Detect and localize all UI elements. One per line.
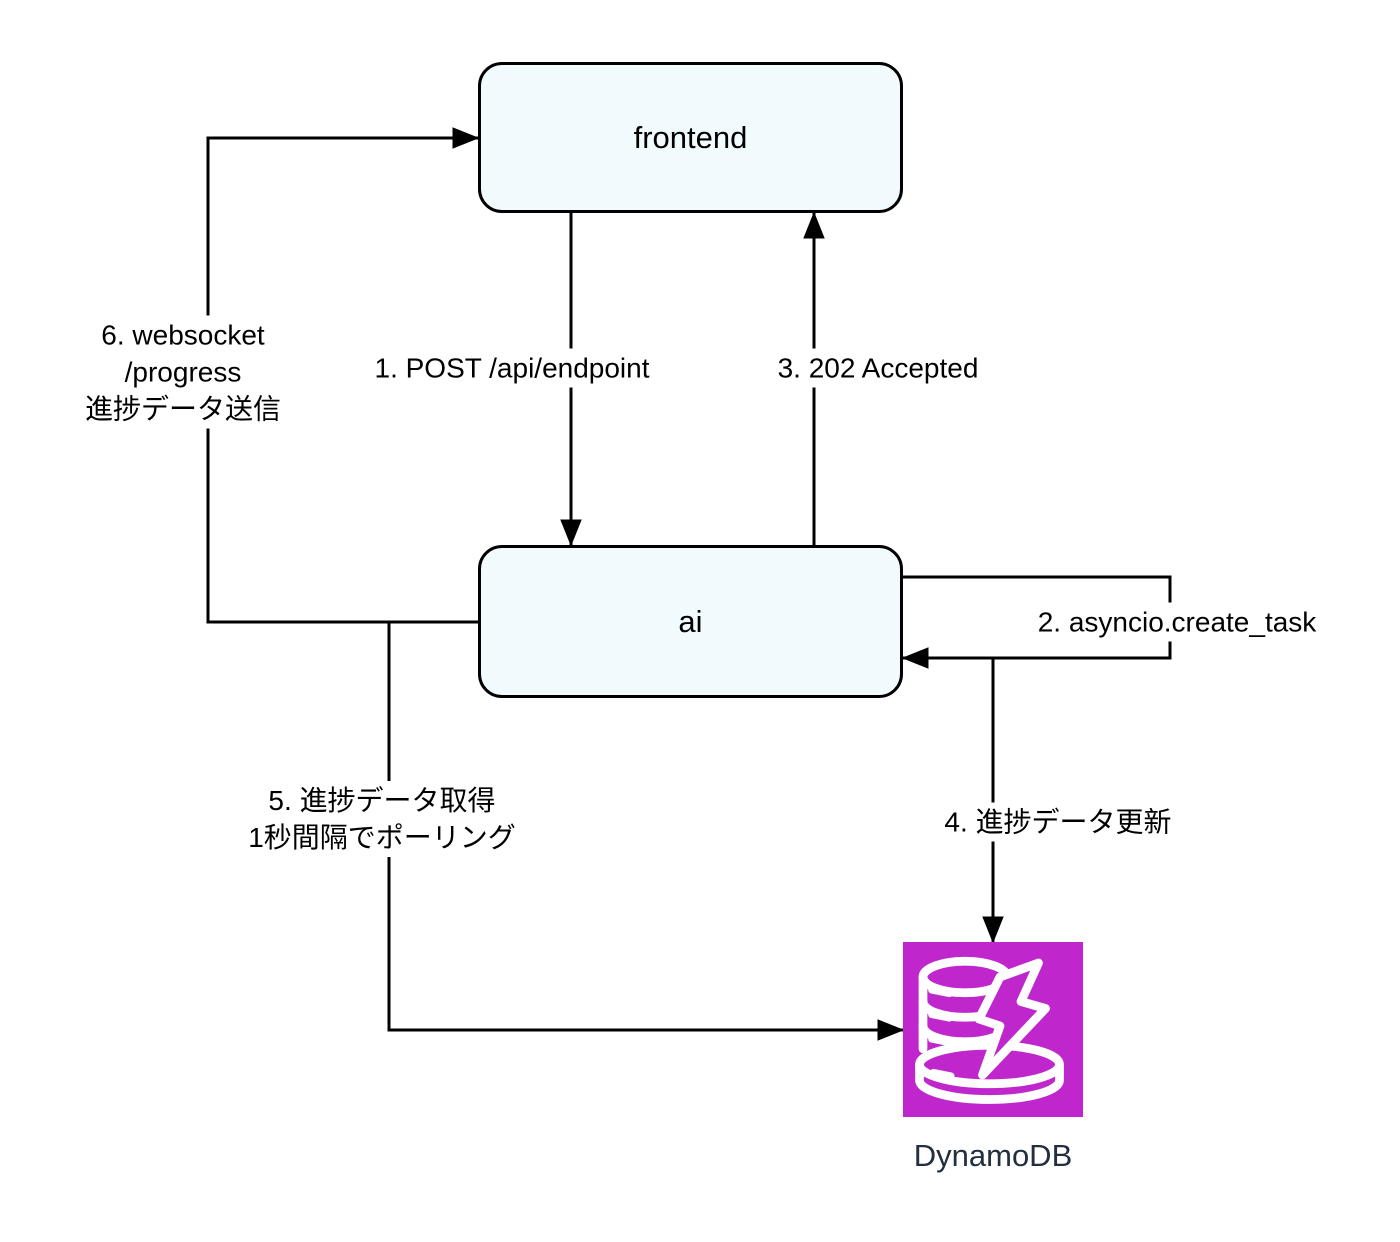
- frontend-node-label: frontend: [633, 119, 748, 155]
- edge-label-progress-update: 4. 進捗データ更新: [938, 802, 1178, 842]
- edge-label-websocket-progress: 6. websocket /progress 進捗データ送信: [78, 315, 288, 429]
- edge-label-progress-polling: 5. 進捗データ取得 1秒間隔でポーリング: [242, 781, 522, 857]
- edge-label-202-accepted: 3. 202 Accepted: [771, 348, 985, 388]
- dynamodb-database-bolt-icon: [915, 956, 1064, 1104]
- edge-label-text: 2. asyncio.create_task: [1037, 606, 1317, 638]
- dynamodb-label: DynamoDB: [913, 1138, 1073, 1173]
- edge-label-line-1: 6. websocket: [101, 319, 265, 351]
- frontend-node: frontend: [478, 62, 903, 213]
- edge-label-text: 3. 202 Accepted: [777, 352, 979, 384]
- edge-label-line-3: 進捗データ送信: [84, 393, 282, 425]
- edge-label-line-2: 1秒間隔でポーリング: [248, 822, 516, 853]
- ai-node-label: ai: [678, 603, 703, 639]
- dynamodb-icon: [903, 942, 1083, 1117]
- edge-label-text: 1. POST /api/endpoint: [374, 352, 650, 384]
- edge-label-text: 4. 進捗データ更新: [944, 806, 1172, 838]
- edge-5-progress-polling: [387, 622, 905, 1041]
- edge-label-asyncio-create-task: 2. asyncio.create_task: [1031, 602, 1323, 642]
- edge-label-post-endpoint: 1. POST /api/endpoint: [368, 348, 656, 388]
- ai-node: ai: [478, 545, 903, 698]
- lightning-bolt-icon: [974, 958, 1050, 1080]
- edge-label-line-1: 5. 進捗データ取得: [268, 785, 496, 816]
- edge-label-line-2: /progress: [124, 356, 242, 388]
